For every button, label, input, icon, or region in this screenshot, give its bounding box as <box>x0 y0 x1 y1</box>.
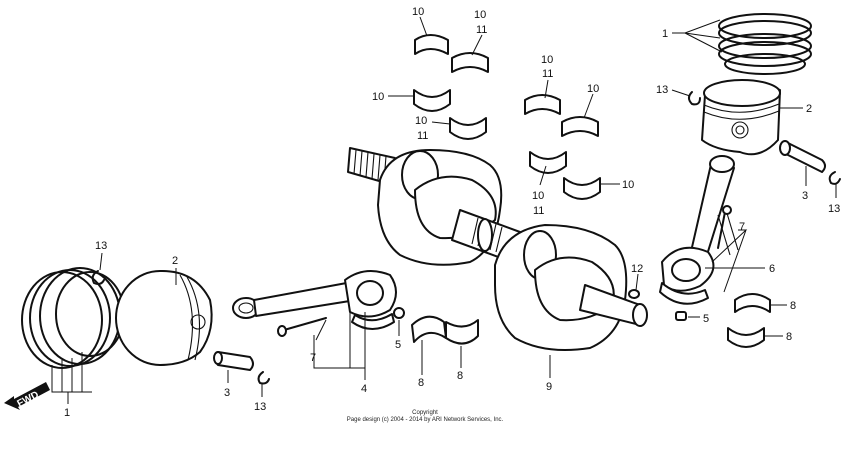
clip-top <box>688 91 701 106</box>
copyright-notice: Copyright Page design (c) 2004 - 2014 by… <box>0 410 850 424</box>
rod-nut-left <box>393 307 405 319</box>
rod-bolt-right <box>717 205 732 249</box>
callout-7-left: 7 <box>310 352 316 364</box>
connecting-rod-left <box>232 270 397 330</box>
callout-10-g: 10 <box>622 179 634 191</box>
callout-10-f: 10 <box>587 83 599 95</box>
copyright-line-1: Copyright <box>412 410 438 416</box>
callout-8-b: 8 <box>786 331 792 343</box>
callout-2-top: 2 <box>806 103 812 115</box>
leader-lines <box>51 16 837 404</box>
callout-13-right: 13 <box>828 203 840 215</box>
fwd-arrow-icon <box>4 382 50 410</box>
rod-bolt-left <box>277 317 327 337</box>
callout-13-top: 13 <box>656 84 668 96</box>
callout-3-right: 3 <box>802 190 808 202</box>
callout-10-h: 10 <box>532 190 544 202</box>
callout-4: 4 <box>361 383 367 395</box>
callout-labels: 1 2 13 3 13 12 7 6 5 8 8 9 8 8 5 4 7 13 … <box>64 6 840 419</box>
crankshaft <box>347 147 648 351</box>
callout-11-d: 11 <box>417 130 428 142</box>
callout-7-right: 7 <box>739 221 745 233</box>
connecting-rod-right <box>659 155 739 305</box>
piston-left <box>115 269 213 366</box>
callout-3-left: 3 <box>224 387 230 399</box>
piston-right <box>701 79 781 156</box>
callout-1-top: 1 <box>662 28 668 40</box>
callout-13-bottom: 13 <box>254 401 266 413</box>
rod-nut-right <box>675 311 687 321</box>
main-bearing-shells <box>413 34 601 200</box>
callout-2-left: 2 <box>172 255 178 267</box>
rod-bearings-middle <box>411 315 479 345</box>
piston-rings-left <box>21 267 125 369</box>
callout-5-right: 5 <box>703 313 709 325</box>
callout-10-d: 10 <box>415 115 427 127</box>
callout-8-a: 8 <box>790 300 796 312</box>
callout-8-c: 8 <box>418 377 424 389</box>
callout-1-left: 1 <box>64 407 70 419</box>
piston-pin-right <box>779 140 826 173</box>
callout-8-d: 8 <box>457 370 463 382</box>
callout-10-a: 10 <box>412 6 424 18</box>
clip-left <box>91 270 105 285</box>
callout-9: 9 <box>546 381 552 393</box>
callout-10-e: 10 <box>541 54 553 66</box>
callout-10-b: 10 <box>474 9 486 21</box>
copyright-line-2: Page design (c) 2004 - 2014 by ARI Netwo… <box>346 417 504 423</box>
piston-pin-left <box>213 351 254 371</box>
clip-bottom <box>257 371 270 385</box>
callout-6: 6 <box>769 263 775 275</box>
fwd-label: FWD <box>16 389 41 409</box>
clip-right <box>828 171 841 185</box>
callout-5-mid: 5 <box>395 339 401 351</box>
callout-11-b: 11 <box>476 24 487 36</box>
callout-10-c: 10 <box>372 91 384 103</box>
callout-12: 12 <box>631 263 643 275</box>
rod-bearings-right <box>727 293 771 348</box>
callout-13-left: 13 <box>95 240 107 252</box>
callout-11-h: 11 <box>533 205 544 217</box>
callout-11-e: 11 <box>542 68 553 80</box>
piston-rings-right <box>718 13 812 75</box>
